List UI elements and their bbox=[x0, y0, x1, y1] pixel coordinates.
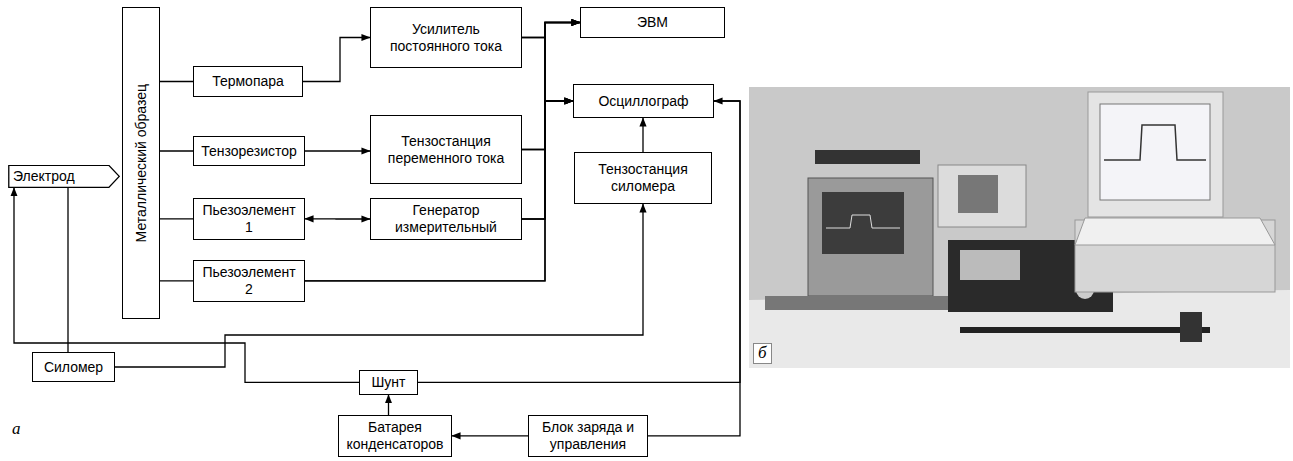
clamp bbox=[1180, 312, 1202, 342]
node-text: Тензостанция переменного тока bbox=[377, 133, 515, 167]
connector bbox=[522, 101, 573, 150]
connector bbox=[305, 218, 370, 220]
connector bbox=[160, 218, 193, 219]
node-text: Генератор измерительный bbox=[377, 202, 515, 236]
monitor-screen bbox=[1100, 104, 1210, 200]
printer bbox=[938, 165, 1026, 227]
sensor-box: Термопара bbox=[193, 66, 303, 97]
sensor-box: Силомер bbox=[32, 352, 115, 382]
node-text: Блок заряда и управления bbox=[535, 419, 641, 453]
connector bbox=[522, 23, 580, 220]
connector bbox=[160, 150, 193, 151]
process-box: Осциллограф bbox=[573, 84, 714, 118]
electrode-outline bbox=[9, 165, 119, 187]
node-text: Тензорезистор bbox=[201, 143, 297, 160]
connector bbox=[305, 150, 370, 151]
connector bbox=[522, 23, 580, 38]
panel-letter: б bbox=[753, 343, 772, 364]
connector bbox=[452, 435, 528, 436]
control-panel bbox=[960, 250, 1020, 280]
connector bbox=[522, 23, 580, 150]
panel-letter: а bbox=[12, 420, 21, 439]
sensor-box: Тензорезистор bbox=[193, 136, 305, 166]
node-text: Пьезоэлемент 1 bbox=[200, 202, 298, 236]
connector bbox=[160, 81, 193, 82]
process-box: Тензостанция силомера bbox=[574, 152, 712, 204]
node-text: ЭВМ bbox=[637, 14, 668, 31]
photo-wall bbox=[749, 87, 1290, 368]
process-box: Батарея конденсаторов bbox=[338, 415, 452, 457]
electrode-shape: Электрод bbox=[8, 165, 120, 188]
connector bbox=[522, 101, 573, 219]
process-box: Усилитель постоянного тока bbox=[370, 7, 522, 68]
connector bbox=[303, 38, 370, 82]
node-text: Термопара bbox=[212, 73, 284, 90]
process-box: Тензостанция переменного тока bbox=[370, 115, 522, 184]
node-text: Металлический образец bbox=[133, 84, 150, 242]
oscilloscope bbox=[808, 178, 933, 296]
node-text: Тензостанция силомера bbox=[581, 161, 705, 195]
node-text: Силомер bbox=[44, 359, 103, 376]
sample-box: Металлический образец bbox=[122, 7, 160, 319]
socket-bar bbox=[765, 296, 955, 310]
process-box: Блок заряда и управления bbox=[528, 415, 648, 457]
node-text: Пьезоэлемент 2 bbox=[200, 264, 298, 298]
computer-box: ЭВМ bbox=[580, 7, 725, 38]
connector bbox=[160, 280, 193, 281]
node-text: Шунт bbox=[372, 374, 406, 391]
sensor-box: Пьезоэлемент 1 bbox=[193, 198, 305, 240]
sensor-box: Пьезоэлемент 2 bbox=[193, 260, 305, 302]
monitor bbox=[1088, 92, 1223, 217]
rod bbox=[960, 327, 1210, 333]
node-text: Электрод bbox=[13, 168, 75, 185]
connector bbox=[305, 101, 573, 281]
power-strip bbox=[815, 150, 920, 164]
printer-window bbox=[958, 175, 998, 213]
connector bbox=[522, 38, 573, 102]
connector bbox=[388, 395, 389, 415]
process-box: Шунт bbox=[359, 370, 418, 395]
screen-trace bbox=[826, 215, 900, 228]
connector bbox=[67, 188, 68, 352]
oscilloscope-screen bbox=[822, 192, 904, 254]
node-text: Батарея конденсаторов bbox=[345, 419, 445, 453]
connector bbox=[14, 188, 359, 383]
connector bbox=[642, 118, 643, 152]
node-text: Осциллограф bbox=[598, 93, 688, 110]
keyboard bbox=[1075, 218, 1275, 245]
process-box: Генератор измерительный bbox=[370, 198, 522, 240]
monitor-trace bbox=[1104, 125, 1206, 160]
node-text: Усилитель постоянного тока bbox=[377, 21, 515, 55]
